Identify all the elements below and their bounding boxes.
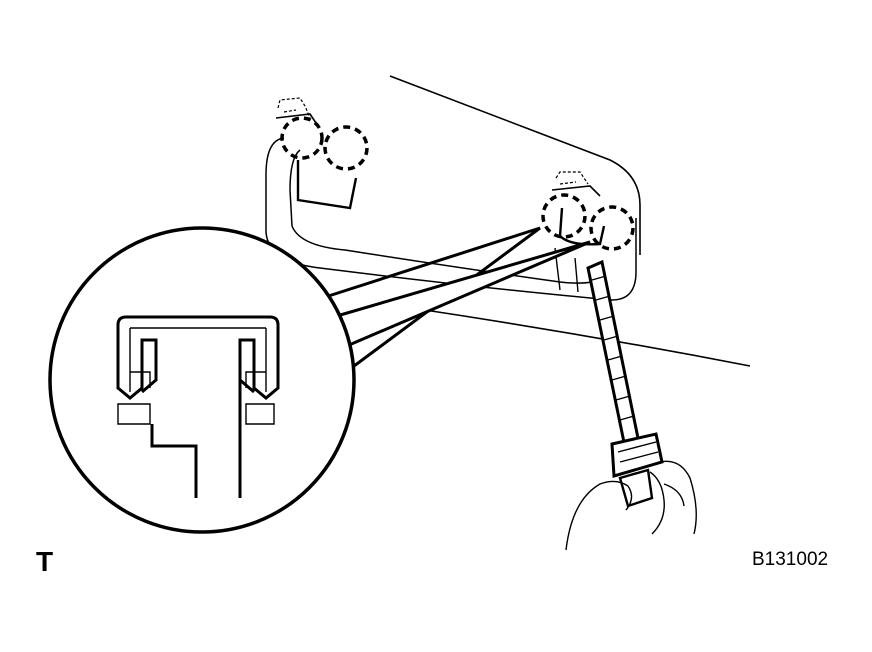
screwdriver	[586, 259, 664, 508]
clip-cross-section	[116, 315, 280, 498]
clip-circle-right-1	[541, 193, 587, 239]
headliner-edge	[389, 75, 751, 367]
assist-grip	[265, 97, 637, 301]
figure-id: B131002	[752, 549, 829, 570]
corner-mark: T	[36, 546, 54, 577]
clip-markers	[280, 116, 635, 251]
detail-magnifier	[48, 226, 356, 534]
callout-pointers	[313, 226, 591, 375]
clip-circle-left-2	[323, 125, 369, 171]
detail-circle	[48, 226, 356, 534]
clip-circle-right-2	[589, 205, 635, 251]
hand	[565, 460, 697, 551]
clip-circle-left-1	[280, 116, 324, 160]
